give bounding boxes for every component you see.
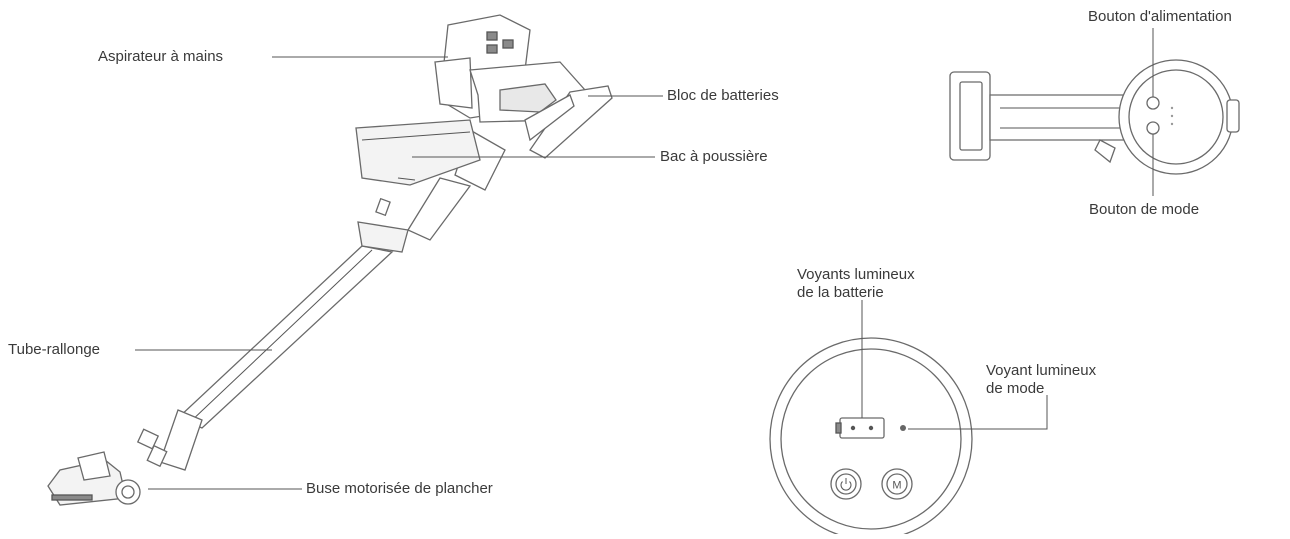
label-battery-lights-line1: Voyants lumineux bbox=[797, 266, 915, 283]
motor-vent bbox=[502, 39, 514, 49]
mode-button[interactable]: M bbox=[881, 468, 913, 500]
motor-vent bbox=[486, 44, 498, 54]
dust-bin-shape bbox=[355, 119, 481, 186]
label-mode-light-line2: de mode bbox=[986, 380, 1045, 397]
label-floor-nozzle: Buse motorisée de plancher bbox=[306, 480, 493, 497]
battery-pack-shape bbox=[524, 85, 613, 159]
motor-vent bbox=[486, 31, 498, 41]
label-battery-pack: Bloc de batteries bbox=[667, 87, 779, 104]
label-mode-light-line1: Voyant lumineux bbox=[986, 362, 1097, 379]
leader-lines-bottom-right bbox=[861, 300, 1048, 430]
power-button-dot[interactable] bbox=[1146, 96, 1160, 110]
mode-icon: M bbox=[892, 480, 901, 492]
label-handheld: Aspirateur à mains bbox=[98, 48, 224, 65]
label-mode-light: Voyant lumineux de mode bbox=[986, 362, 1096, 398]
power-icon bbox=[840, 478, 852, 491]
battery-indicator-lights bbox=[839, 417, 885, 439]
label-power-button: Bouton d'alimentation bbox=[1088, 8, 1232, 25]
label-extension-tube: Tube-rallonge bbox=[8, 341, 100, 358]
handheld-side-view bbox=[949, 59, 1240, 175]
mode-button-dot[interactable] bbox=[1146, 121, 1160, 135]
extension-tube-shape bbox=[176, 245, 394, 429]
label-dust-bin: Bac à poussière bbox=[660, 148, 768, 165]
label-mode-button: Bouton de mode bbox=[1089, 201, 1200, 218]
stick-vacuum-illustration bbox=[47, 14, 613, 506]
tube-latch bbox=[375, 197, 391, 217]
power-button[interactable] bbox=[830, 468, 862, 500]
mode-indicator-light bbox=[900, 425, 906, 431]
leader-lines-left bbox=[135, 56, 663, 490]
neck-shape bbox=[407, 177, 472, 241]
tube-connector-top bbox=[357, 221, 409, 253]
label-battery-lights: Voyants lumineux de la batterie bbox=[797, 266, 915, 302]
floor-nozzle-shape bbox=[47, 409, 203, 506]
head-rear-view: M bbox=[769, 337, 973, 539]
label-battery-lights-line2: de la batterie bbox=[797, 284, 884, 301]
